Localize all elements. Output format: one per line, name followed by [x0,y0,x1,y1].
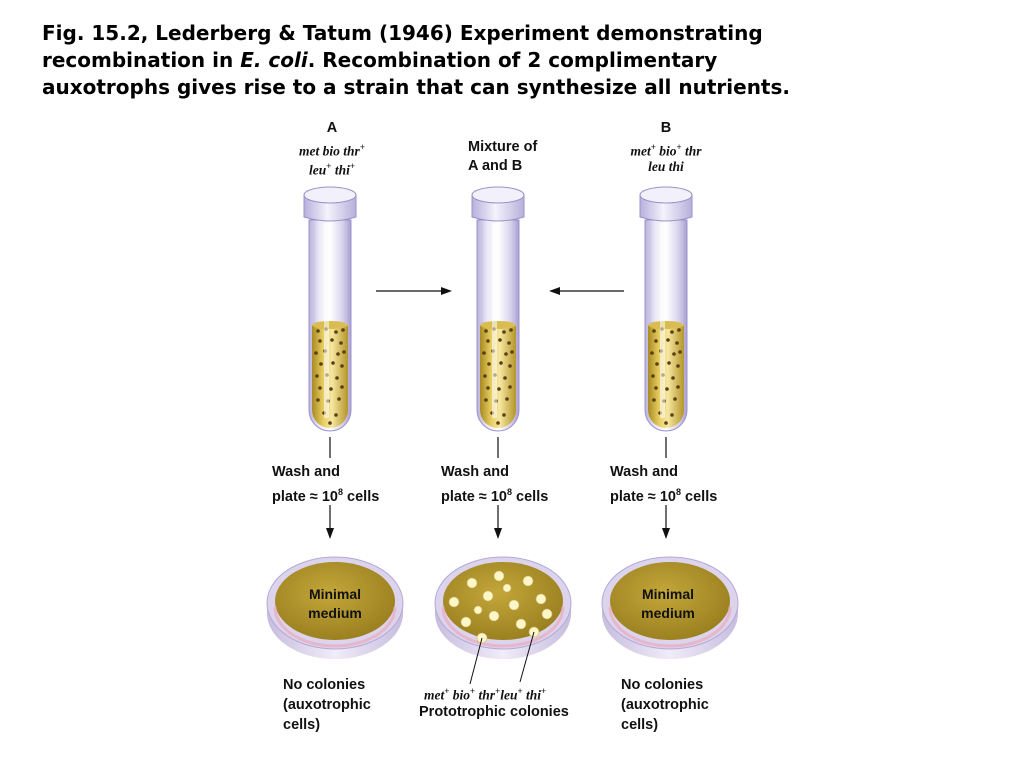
genotype-text: bio [655,143,677,159]
tube-a [303,186,357,432]
genotype-sup: + [359,142,365,152]
mixture-label-2: A and B [468,158,523,174]
down-arrow-mixture [494,505,502,539]
genotype-sup: + [470,686,476,696]
step-label-b-1: Wash and [610,464,678,480]
genotype-text: met bio thr [299,143,360,159]
down-arrow-b [662,505,670,539]
plate-b-medium-1: Minimal [641,586,695,602]
caption-text: recombination in [42,48,241,72]
step-text: cells [512,488,549,505]
genotype-text: thr [475,687,496,703]
genotype-sup: + [326,161,332,171]
genotype-sup: + [349,161,355,171]
prototrophic-colonies [448,570,553,644]
petri-dish-mixture [433,555,573,661]
genotype-sup: + [541,686,547,696]
caption-species: E. coli [240,48,308,72]
tube-a-genotype-1: met bio thr+ [272,138,392,161]
step-sup: 8 [507,487,513,497]
tube-b-genotype-2: leu thi [648,159,684,174]
step-text: plate ≈ 10 [272,488,338,505]
step-label-b-2: plate ≈ 108 cells [610,483,717,507]
step-label-a-2: plate ≈ 108 cells [272,483,379,507]
step-label-mixture-1: Wash and [441,464,509,480]
caption-line-3: auxotrophs gives rise to a strain that c… [42,75,790,99]
result-b-3: cells) [621,717,659,733]
down-arrow-a [326,505,334,539]
genotype-sup: + [517,686,523,696]
colony-pointer-1 [469,637,483,685]
tube-b-label: B [660,120,672,136]
plate-a-medium-2: medium [308,605,362,621]
genotype-sup: + [676,142,682,152]
prototrophic-colonies-label: Prototrophic colonies [419,704,569,720]
genotype-text: met [424,687,445,703]
caption-text: . Recombination of 2 complimentary [307,48,718,72]
genotype-text: met [630,143,651,159]
genotype-text: thi [522,687,541,703]
tube-mixture [471,186,525,432]
result-b-1: No colonies [621,677,704,693]
genotype-text: leu [500,687,518,703]
tube-a-genotype-2: leu+ thi+ [272,157,392,180]
figure-caption: Fig. 15.2, Lederberg & Tatum (1946) Expe… [42,20,1002,101]
genotype-sup: + [495,686,501,696]
caption-line-1: Fig. 15.2, Lederberg & Tatum (1946) Expe… [42,21,763,45]
plate-b-medium-2: medium [641,605,695,621]
genotype-sup: + [650,142,656,152]
step-text: plate ≈ 10 [441,488,507,505]
plate-a-medium-1: Minimal [308,586,362,602]
result-a-1: No colonies [283,677,366,693]
colony-pointer-2 [519,631,535,683]
genotype-text: thr [681,143,702,159]
genotype-text: leu [309,162,327,178]
step-label-mixture-2: plate ≈ 108 cells [441,483,548,507]
step-sup: 8 [338,487,344,497]
arrow-b-to-mixture [549,287,624,295]
prototroph-genotype: met+ bio+ thr+leu+ thi+ [424,682,546,705]
step-text: cells [681,488,718,505]
mixture-label-1: Mixture of [468,139,538,155]
step-label-a-1: Wash and [272,464,340,480]
result-a-2: (auxotrophic [283,697,371,713]
step-text: plate ≈ 10 [610,488,676,505]
genotype-text: bio [449,687,471,703]
result-b-2: (auxotrophic [621,697,709,713]
genotype-text: thi [331,162,350,178]
caption-line-2: recombination in E. coli. Recombination … [42,47,1002,74]
result-a-3: cells) [283,717,321,733]
step-sup: 8 [676,487,682,497]
tube-b-genotype-1: met+ bio+ thr [606,138,726,161]
tube-b [639,186,693,432]
arrow-a-to-mixture [376,287,452,295]
step-text: cells [343,488,380,505]
tube-a-label: A [326,120,338,136]
genotype-sup: + [444,686,450,696]
